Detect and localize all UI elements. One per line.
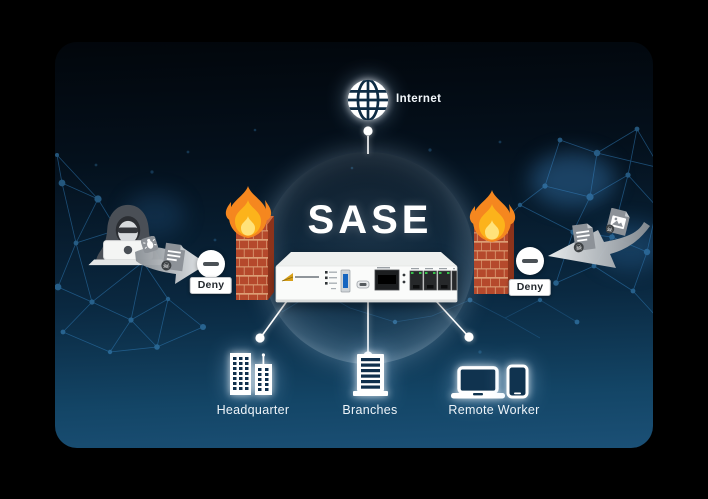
globe-icon bbox=[347, 79, 389, 121]
hacker-icon bbox=[88, 204, 168, 266]
phone-icon bbox=[506, 364, 529, 399]
sase-title: SASE bbox=[307, 198, 433, 242]
sase-appliance bbox=[275, 252, 458, 303]
deny-icon-left bbox=[197, 250, 225, 278]
svg-text:☠: ☠ bbox=[606, 225, 614, 234]
ethernet-port bbox=[423, 268, 437, 291]
ethernet-port bbox=[409, 268, 423, 291]
branches-icon bbox=[353, 354, 388, 396]
console-port bbox=[356, 280, 370, 289]
minus-glyph bbox=[203, 262, 219, 266]
internet-label: Internet bbox=[396, 93, 442, 105]
ethernet-ports bbox=[409, 268, 457, 291]
deny-label-left: Deny bbox=[189, 277, 233, 294]
usb-port bbox=[340, 269, 351, 293]
minus-glyph bbox=[522, 259, 538, 263]
network-mesh-pattern bbox=[55, 126, 653, 355]
svg-text:☠: ☠ bbox=[575, 243, 583, 253]
endpoint-label-headquarter: Headquarter bbox=[216, 403, 290, 417]
malware-image-icon: ☠ bbox=[606, 208, 630, 236]
ethernet-port bbox=[451, 268, 457, 291]
svg-text:☠: ☠ bbox=[162, 261, 170, 271]
bug-malware-icon bbox=[141, 236, 158, 253]
malware-doc-icon: ☠ bbox=[572, 223, 596, 253]
laptop-icon bbox=[451, 366, 505, 399]
firewall-icon-left bbox=[225, 186, 274, 300]
headquarter-icon bbox=[230, 353, 272, 395]
brand-bird-logo bbox=[282, 273, 293, 281]
endpoint-label-remote-worker: Remote Worker bbox=[448, 403, 540, 417]
endpoint-label-branches: Branches bbox=[342, 403, 398, 417]
malware-doc-icon: ☠ bbox=[161, 242, 186, 272]
deny-icon-right bbox=[516, 247, 544, 275]
ethernet-port bbox=[437, 268, 451, 291]
deny-label-right: Deny bbox=[508, 279, 552, 296]
sfp-port bbox=[374, 267, 400, 291]
attack-arrow-right bbox=[548, 222, 650, 268]
firewall-icon-right bbox=[469, 190, 516, 294]
status-leds bbox=[325, 271, 337, 290]
